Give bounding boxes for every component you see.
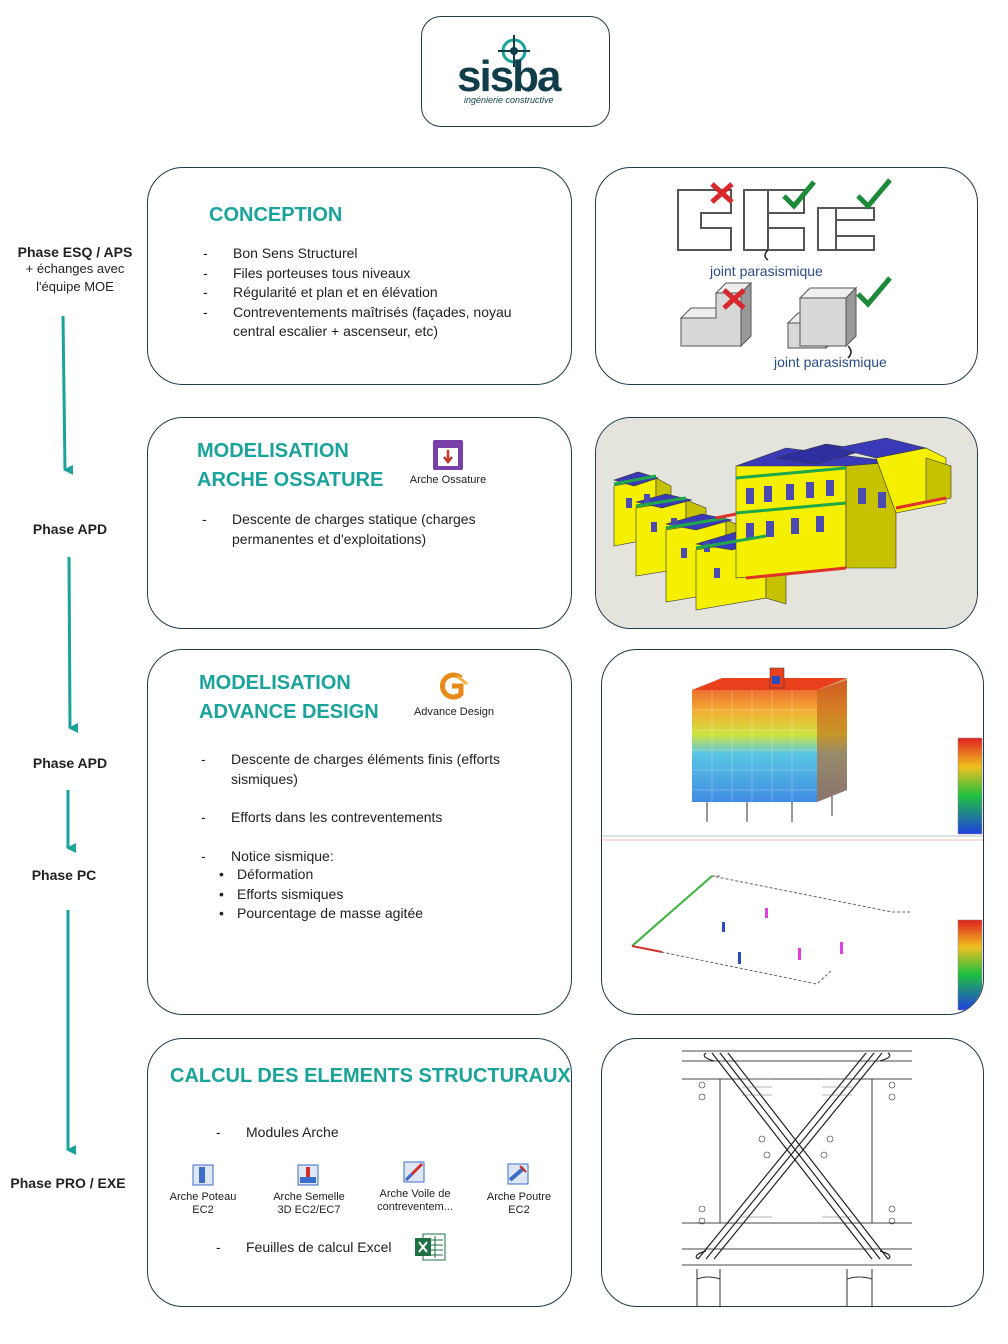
arche-ossature-label: Arche Ossature (403, 474, 493, 487)
arche-poteau-label-line2: EC2 (163, 1204, 243, 1217)
logo-box: sisba ingénierie constructive (421, 16, 610, 127)
arche-poutre-icon (506, 1162, 530, 1191)
calcul-title: CALCUL DES ELEMENTS STRUCTURAUX (170, 1062, 571, 1091)
conception-box: CONCEPTION Bon Sens Structurel Files por… (147, 167, 572, 385)
arche-title-line2: ARCHE OSSATURE (197, 466, 383, 495)
svg-text:sisba: sisba (457, 52, 562, 101)
arche-ossature-icon (433, 440, 463, 475)
seismic-joint-illustration: joint parasismique joint parasismique (596, 168, 979, 386)
list-item: Bon Sens Structurel (203, 244, 543, 264)
logo-tagline: ingénierie constructive (464, 95, 554, 105)
calcul-box: CALCUL DES ELEMENTS STRUCTURAUX Modules … (147, 1038, 572, 1307)
advance-sublist: Déformation Efforts sismiques Pourcentag… (201, 865, 521, 924)
list-item: Descente de charges statique (charges pe… (202, 510, 502, 549)
conception-title: CONCEPTION (209, 201, 342, 230)
advance-title-line2: ADVANCE DESIGN (199, 698, 379, 727)
advance-title: MODELISATION ADVANCE DESIGN (199, 669, 379, 727)
list-item: Contreventements maîtrisés (façades, noy… (203, 303, 543, 342)
arche-semelle-label-line2: 3D EC2/EC7 (268, 1204, 350, 1217)
arche-3d-model (596, 418, 978, 629)
arrow-1 (63, 316, 65, 470)
arche-voile-label-line2: contreventem... (370, 1201, 460, 1214)
arche-list: Descente de charges statique (charges pe… (202, 510, 502, 549)
arche-semelle-icon (296, 1163, 320, 1192)
advance-image-box (601, 649, 984, 1015)
phase-arrows (0, 0, 150, 1344)
conception-image-box: joint parasismique joint parasismique (595, 167, 978, 385)
list-item: Feuilles de calcul Excel (216, 1238, 416, 1258)
advance-fem-results (602, 650, 984, 1015)
advance-box: MODELISATION ADVANCE DESIGN Advance Desi… (147, 649, 572, 1015)
sublist-item: Efforts sismiques (201, 885, 521, 905)
advance-list: Descente de charges éléments finis (effo… (201, 750, 521, 866)
block-l-joint (788, 288, 856, 348)
arche-poteau-icon (191, 1163, 215, 1192)
check-icon (858, 180, 890, 206)
arche-box: MODELISATION ARCHE OSSATURE Arche Ossatu… (147, 417, 572, 629)
excel-icon (413, 1232, 447, 1267)
arche-title-line1: MODELISATION (197, 437, 383, 466)
calcul-list-2: Feuilles de calcul Excel (216, 1238, 416, 1258)
conception-list: Bon Sens Structurel Files porteuses tous… (203, 244, 543, 342)
arche-poutre-label: Arche Poutre EC2 (477, 1191, 561, 1217)
arche-voile-icon (402, 1160, 426, 1189)
arche-semelle-label: Arche Semelle 3D EC2/EC7 (268, 1191, 350, 1217)
joint-label-2: joint parasismique (773, 354, 887, 370)
calcul-list-1: Modules Arche (216, 1123, 516, 1143)
list-item: Modules Arche (216, 1123, 516, 1143)
sublist-item: Pourcentage de masse agitée (201, 904, 521, 924)
arche-poteau-label: Arche Poteau EC2 (163, 1191, 243, 1217)
arche-title: MODELISATION ARCHE OSSATURE (197, 437, 383, 495)
arche-image-box (595, 417, 978, 629)
advance-design-label: Advance Design (404, 706, 504, 719)
calcul-image-box (601, 1038, 984, 1307)
list-item: Notice sismique: (201, 847, 521, 867)
arche-poutre-label-line1: Arche Poutre (477, 1191, 561, 1204)
sublist-item: Déformation (201, 865, 521, 885)
advance-design-icon (435, 672, 469, 705)
list-item: Files porteuses tous niveaux (203, 264, 543, 284)
arrow-2 (69, 557, 70, 728)
list-item: Efforts dans les contreventements (201, 808, 521, 828)
arche-voile-label-line1: Arche Voile de (370, 1188, 460, 1201)
arche-semelle-label-line1: Arche Semelle (268, 1191, 350, 1204)
advance-title-line1: MODELISATION (199, 669, 379, 698)
list-item: Régularité et plan et en élévation (203, 283, 543, 303)
arche-poteau-label-line1: Arche Poteau (163, 1191, 243, 1204)
list-item: Descente de charges éléments finis (effo… (201, 750, 521, 789)
check-icon (858, 278, 890, 304)
joint-label-1: joint parasismique (709, 263, 823, 279)
arche-voile-label: Arche Voile de contreventem... (370, 1188, 460, 1214)
arche-poutre-label-line2: EC2 (477, 1204, 561, 1217)
reinforcement-drawing (602, 1039, 984, 1307)
